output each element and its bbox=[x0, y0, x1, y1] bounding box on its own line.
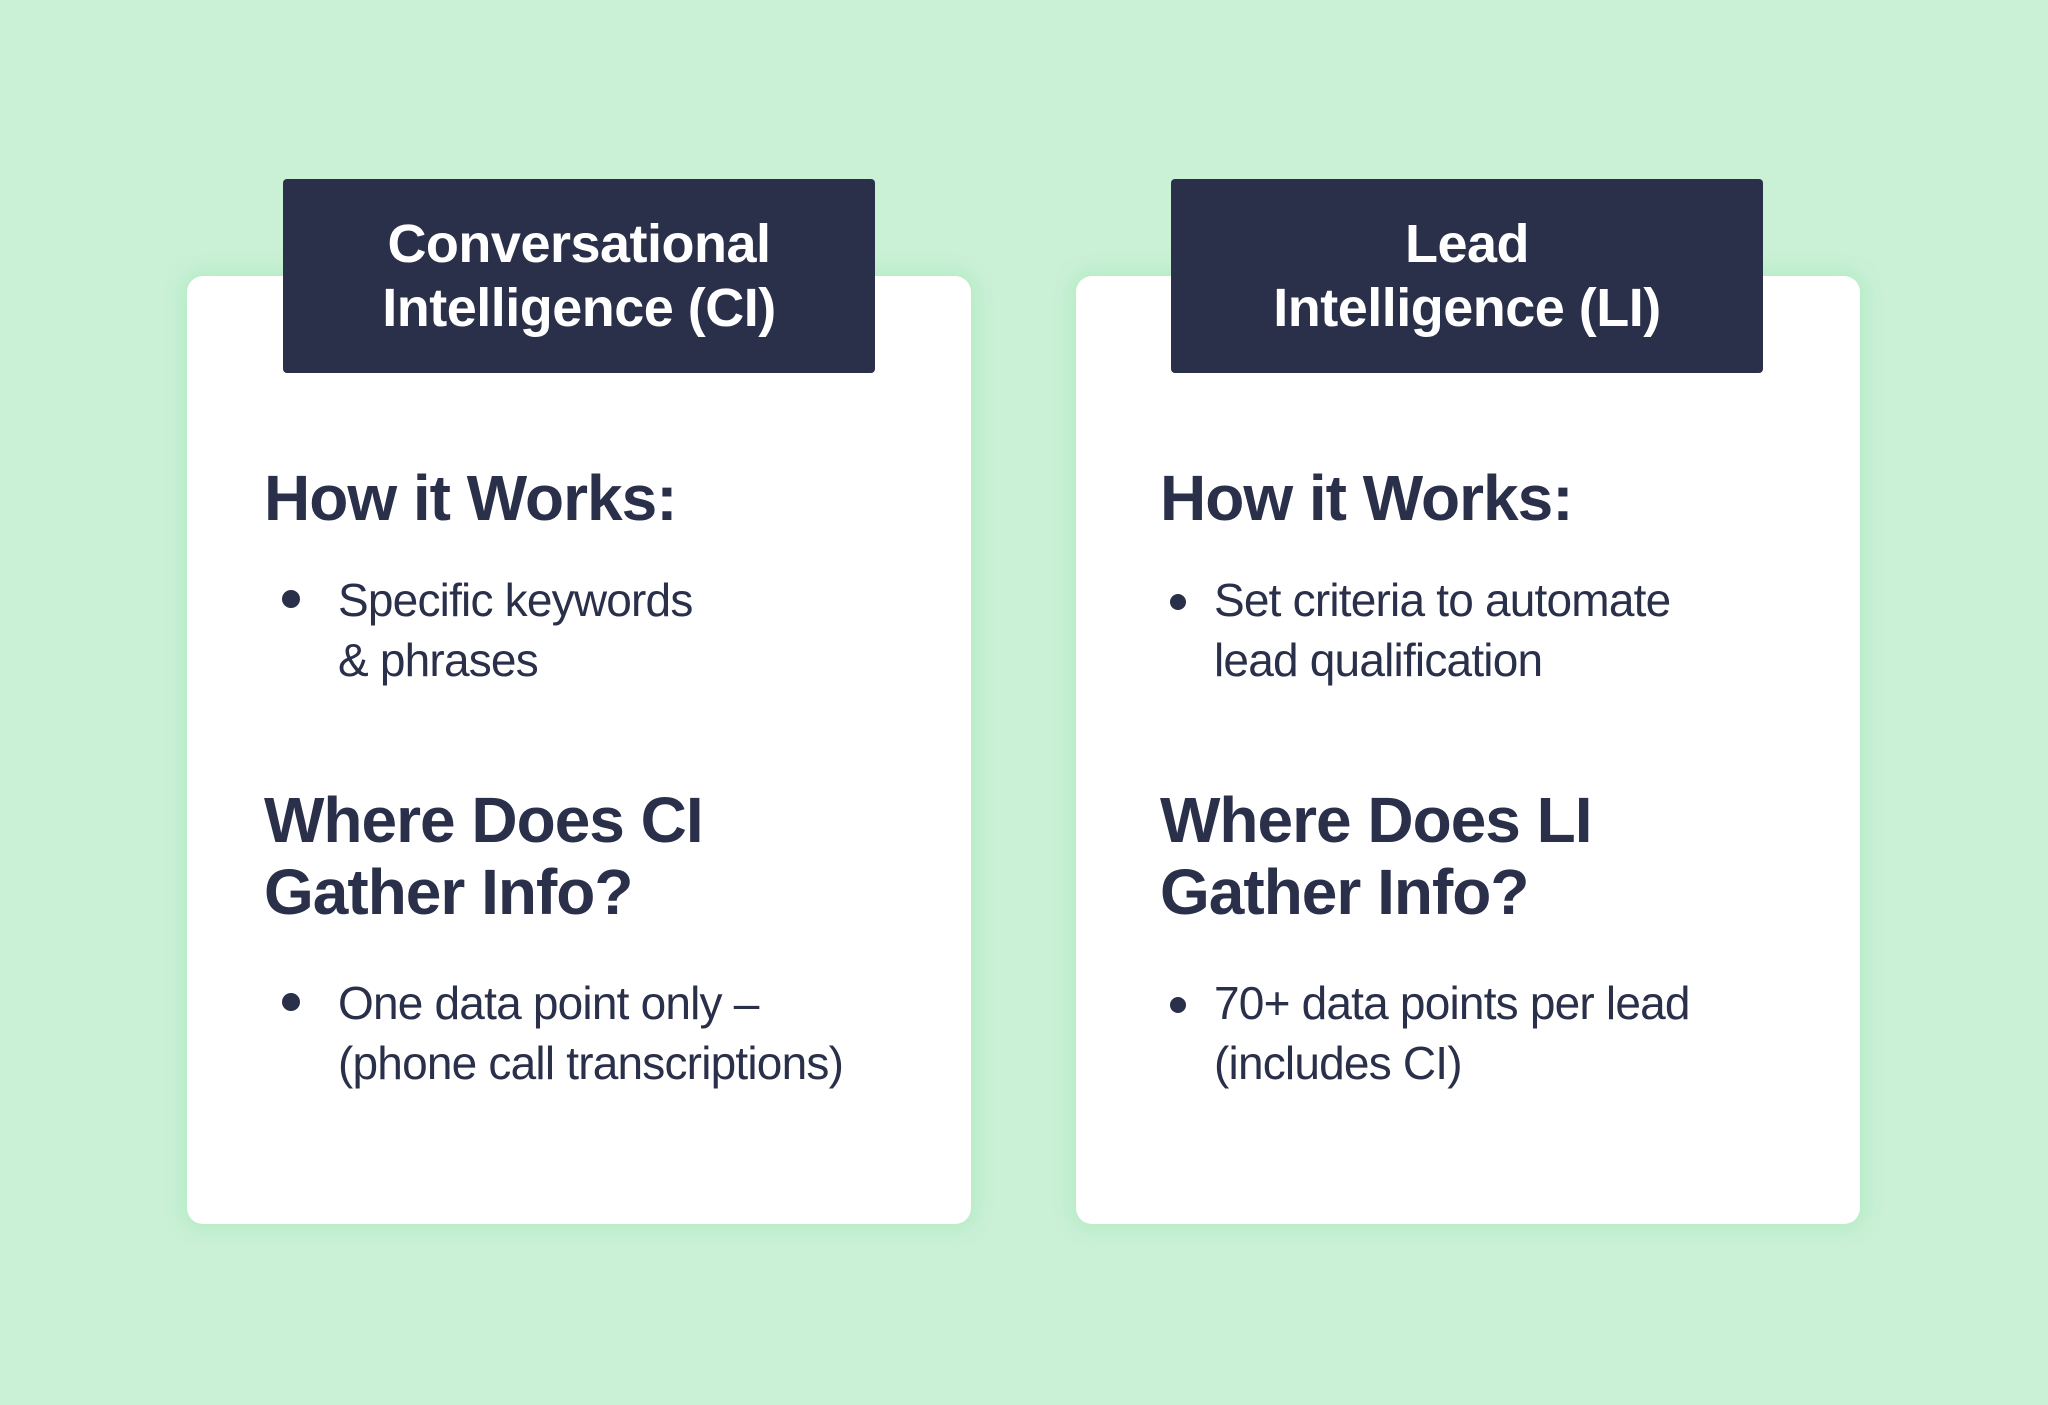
li-where-heading: Where Does LI Gather Info? bbox=[1160, 784, 1593, 928]
bullet-icon bbox=[1170, 997, 1186, 1013]
ci-how-bullet-line2: & phrases bbox=[338, 634, 539, 686]
ci-card-title: Conversational Intelligence (CI) bbox=[283, 179, 875, 373]
ci-card bbox=[187, 276, 971, 1224]
ci-where-bullet-line1: One data point only – bbox=[338, 977, 759, 1029]
ci-where-bullet-line2: (phone call transcriptions) bbox=[338, 1037, 844, 1089]
ci-title-line1: Conversational bbox=[387, 214, 771, 274]
li-where-bullet-line2: (includes CI) bbox=[1214, 1037, 1463, 1089]
bullet-icon bbox=[1170, 594, 1186, 610]
ci-how-heading: How it Works: bbox=[264, 462, 677, 534]
li-how-heading: How it Works: bbox=[1160, 462, 1573, 534]
ci-title-line2: Intelligence (CI) bbox=[382, 278, 776, 338]
li-how-bullet-line1: Set criteria to automate bbox=[1214, 574, 1671, 626]
li-where-heading-line1: Where Does LI bbox=[1160, 784, 1593, 856]
bullet-icon bbox=[282, 993, 300, 1011]
li-card-title: Lead Intelligence (LI) bbox=[1171, 179, 1763, 373]
ci-where-heading-line2: Gather Info? bbox=[264, 856, 633, 928]
ci-how-bullet-line1: Specific keywords bbox=[338, 574, 693, 626]
ci-where-heading-line1: Where Does CI bbox=[264, 784, 704, 856]
li-card bbox=[1076, 276, 1860, 1224]
li-where-bullet-line1: 70+ data points per lead bbox=[1214, 977, 1690, 1029]
li-title-line2: Intelligence (LI) bbox=[1273, 278, 1661, 338]
ci-where-heading: Where Does CI Gather Info? bbox=[264, 784, 704, 928]
li-where-heading-line2: Gather Info? bbox=[1160, 856, 1529, 928]
bullet-icon bbox=[282, 590, 300, 608]
li-how-bullet-line2: lead qualification bbox=[1214, 634, 1543, 686]
li-title-line1: Lead bbox=[1404, 214, 1530, 274]
